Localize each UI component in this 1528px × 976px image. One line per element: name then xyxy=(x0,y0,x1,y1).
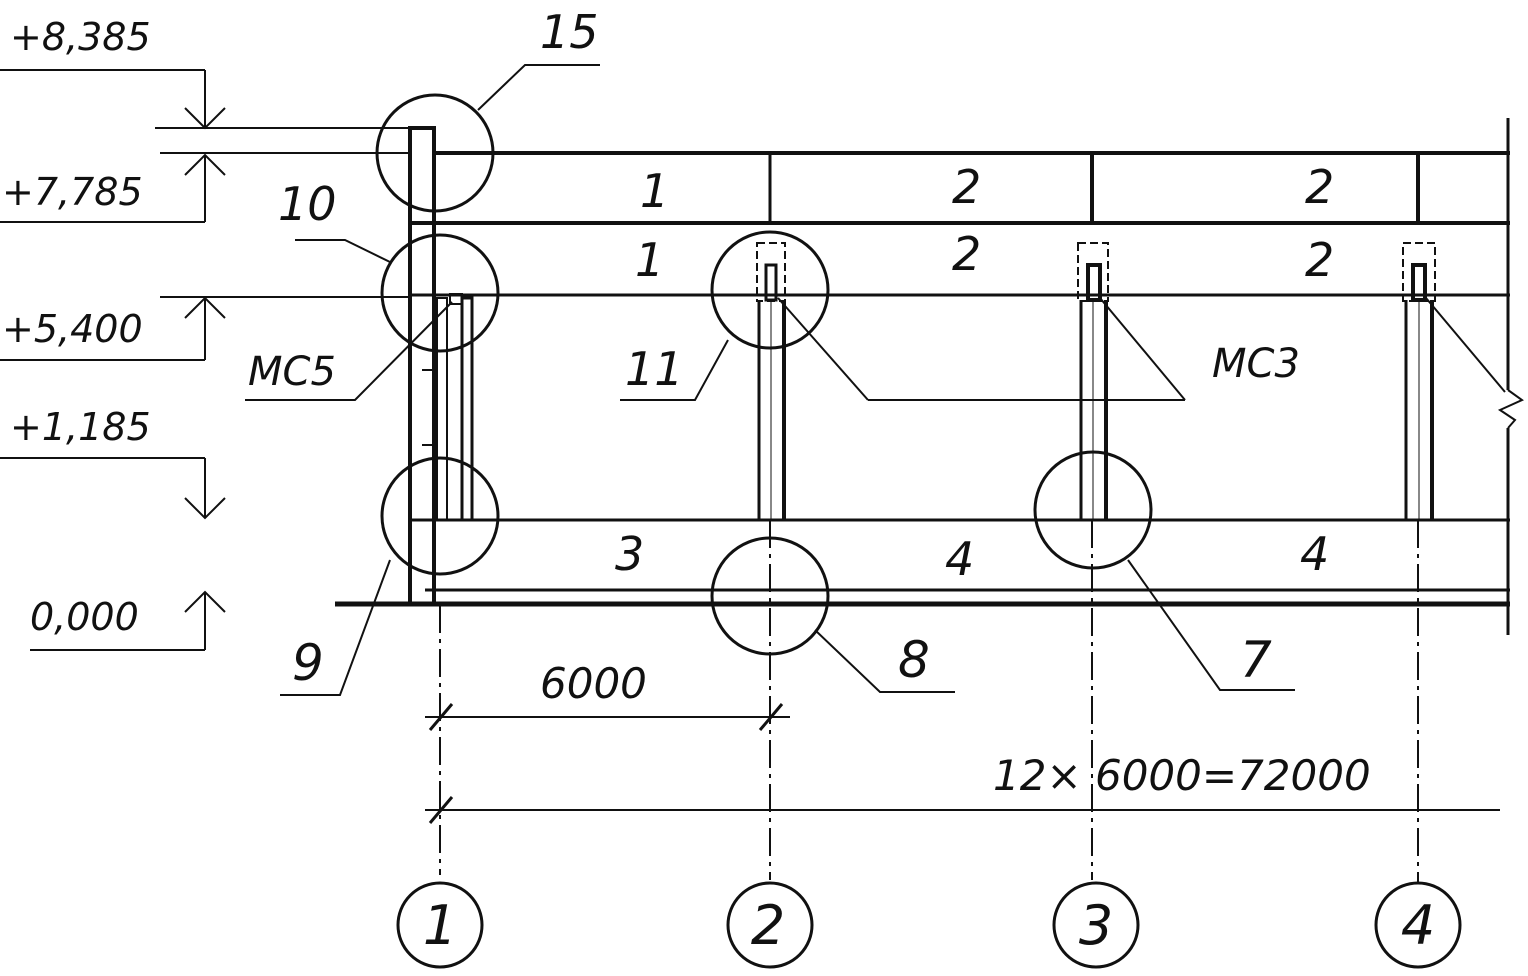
detail-callouts xyxy=(280,64,1295,696)
callout-9: 9 xyxy=(292,634,324,692)
dimension-labels: 6000 12× 6000=72000 xyxy=(540,659,1371,800)
member-bottom-3: 3 xyxy=(615,527,644,581)
column-axis-3 xyxy=(1077,153,1109,520)
elevation-1185: +1,185 xyxy=(10,405,151,449)
callout-numbers: 15 10 11 9 8 7 xyxy=(278,5,1272,692)
axis-label-2: 2 xyxy=(751,894,785,957)
elevation-7785: +7,785 xyxy=(2,170,143,214)
dimension-span: 6000 xyxy=(540,659,647,708)
callout-11: 11 xyxy=(625,342,684,396)
beam-lines xyxy=(335,118,1524,635)
elevation-5400: +5,400 xyxy=(2,307,143,351)
column-axis-2 xyxy=(756,153,786,520)
column-axis-4 xyxy=(1402,153,1436,520)
member-top-1: 1 xyxy=(640,164,669,218)
member-mid-2a: 2 xyxy=(952,227,981,281)
elevation-marks xyxy=(0,69,410,651)
callout-circle-11 xyxy=(710,230,830,350)
axis-bubble-4 xyxy=(1374,881,1462,969)
axis-centerlines xyxy=(439,520,1419,882)
label-mc5: МС5 xyxy=(248,349,336,395)
callout-7: 7 xyxy=(1240,631,1272,689)
member-numbers: 1 2 2 1 2 2 3 4 4 xyxy=(615,160,1334,586)
callout-circle-8 xyxy=(710,536,830,656)
callout-circle-10 xyxy=(380,233,500,353)
callout-circle-9 xyxy=(380,456,500,576)
axis-bubbles: 1 2 3 4 xyxy=(396,881,1462,969)
mark-labels: МС5 МС3 xyxy=(245,297,1506,401)
axis-bubble-2 xyxy=(726,881,814,969)
member-mid-2b: 2 xyxy=(1305,233,1334,287)
callout-8: 8 xyxy=(898,631,930,689)
callout-10: 10 xyxy=(278,177,337,231)
dimension-total: 12× 6000=72000 xyxy=(993,751,1371,800)
member-mid-1: 1 xyxy=(635,233,664,287)
callout-circle-15 xyxy=(375,93,495,213)
elevation-labels: +8,385 +7,785 +5,400 +1,185 0,000 xyxy=(2,15,151,639)
axis-label-4: 4 xyxy=(1401,894,1435,957)
axis-label-3: 3 xyxy=(1079,894,1113,957)
label-mc3: МС3 xyxy=(1212,341,1300,387)
dimension-lines xyxy=(425,703,1500,824)
member-bottom-4b: 4 xyxy=(1300,527,1329,581)
member-bottom-4a: 4 xyxy=(945,532,974,586)
callout-circle-7 xyxy=(1033,450,1153,570)
callout-15: 15 xyxy=(540,5,599,59)
axis-bubble-3 xyxy=(1052,881,1140,969)
elevation-0000: 0,000 xyxy=(30,595,139,639)
member-top-2a: 2 xyxy=(952,160,981,214)
axis-bubble-1 xyxy=(396,881,484,969)
axis-label-1: 1 xyxy=(423,894,457,957)
member-top-2b: 2 xyxy=(1305,160,1334,214)
elevation-8385: +8,385 xyxy=(10,15,151,59)
end-column xyxy=(408,126,474,606)
